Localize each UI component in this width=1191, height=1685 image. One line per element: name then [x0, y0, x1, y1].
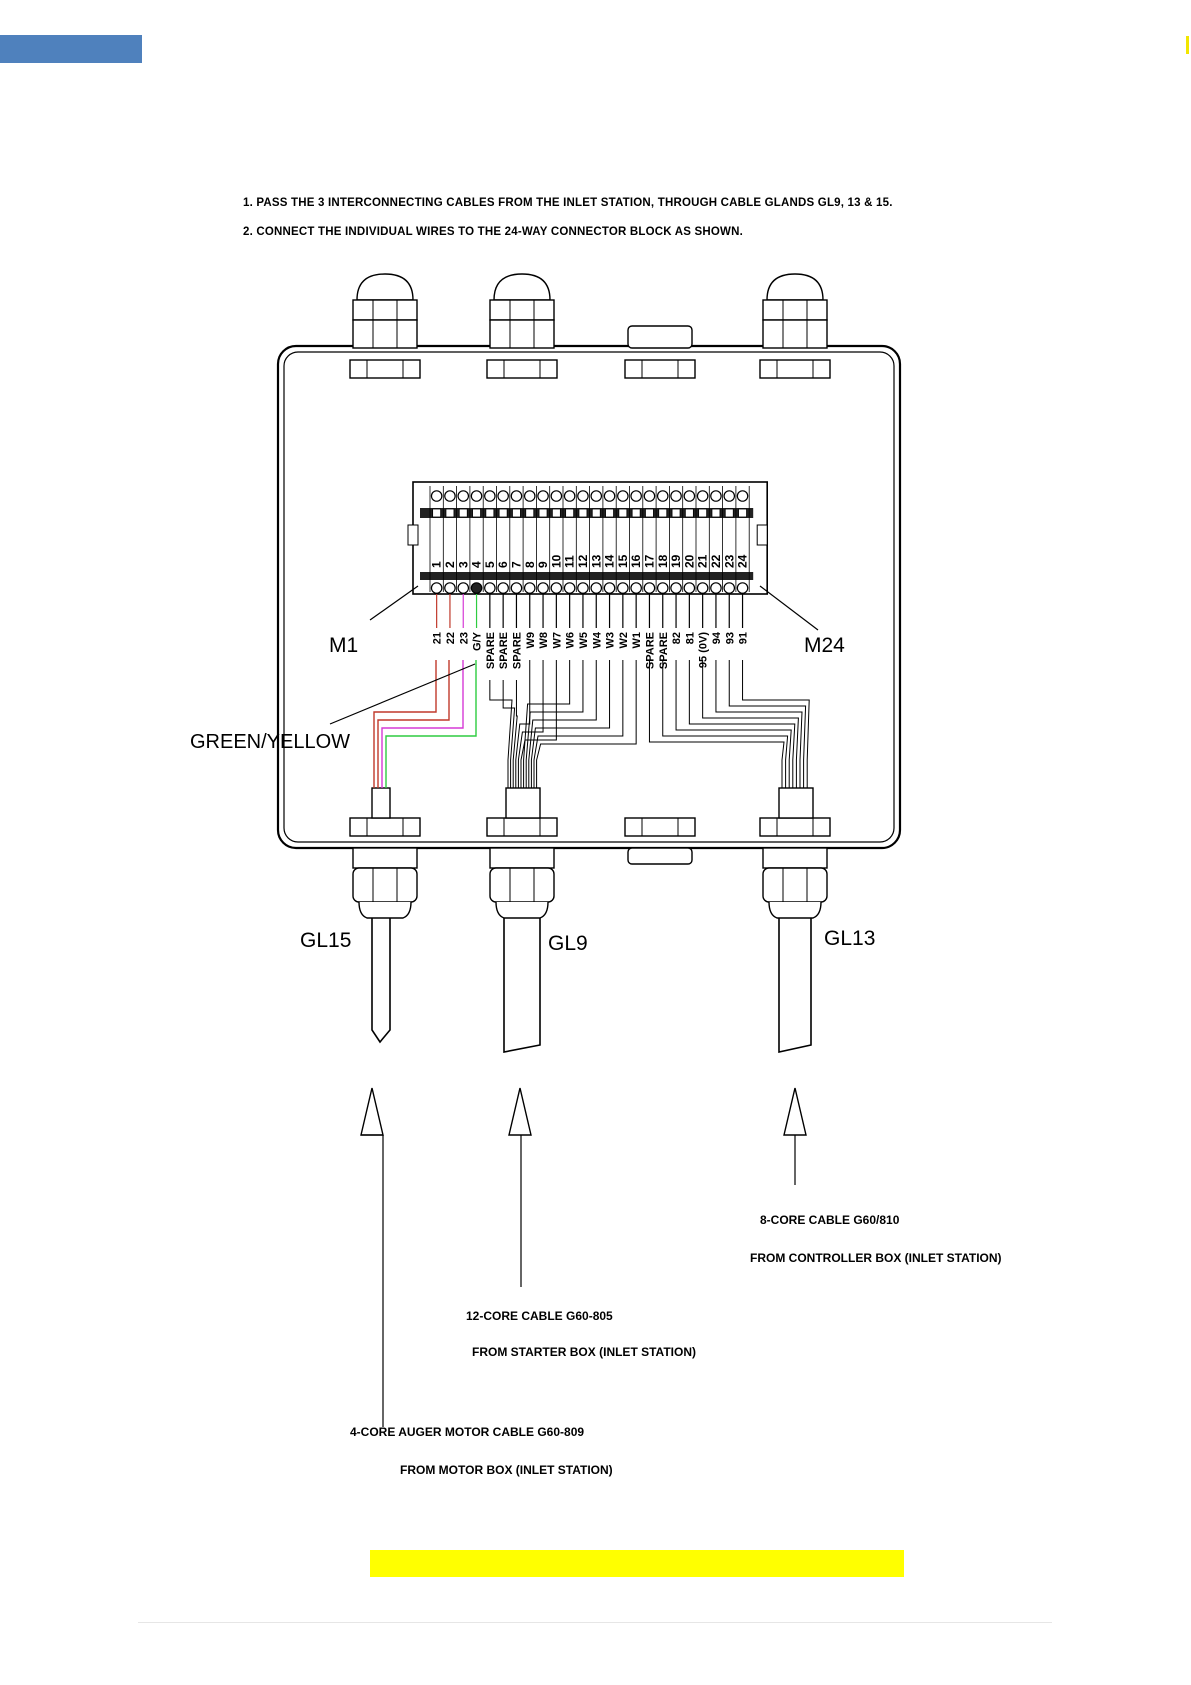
wire-label: 91 [738, 632, 750, 644]
cable-left-line1: 4-CORE AUGER MOTOR CABLE G60-809 [350, 1425, 584, 1439]
terminal-number: 11 [563, 555, 577, 568]
wire-label: W9 [525, 632, 537, 649]
wire-label: 93 [724, 632, 736, 644]
cable-left-line2: FROM MOTOR BOX (INLET STATION) [400, 1463, 613, 1477]
header-color-bar [0, 35, 142, 63]
wire-label: 95 (0V) [698, 632, 710, 668]
gland-blank [624, 817, 696, 865]
terminal-number: 21 [696, 554, 710, 568]
wire-label: 82 [671, 632, 683, 644]
terminal-number: 4 [470, 561, 484, 568]
gland-label-gl15: GL15 [300, 929, 351, 952]
terminal-number: 20 [682, 554, 696, 568]
terminal-number: 5 [483, 561, 497, 568]
wire-label: SPARE [644, 632, 656, 669]
green-yellow-label: GREEN/YELLOW [190, 731, 350, 753]
terminal-number: 24 [736, 554, 750, 568]
cable-stub-gl13 [778, 787, 814, 819]
gland-top-1 [349, 273, 421, 379]
bottom-glands [349, 787, 831, 919]
gland-gl13 [759, 817, 831, 919]
gland-gl9 [486, 817, 558, 919]
gland-top-4 [759, 273, 831, 379]
terminal-number: 3 [456, 561, 470, 568]
terminal-number: 13 [589, 554, 603, 568]
terminal-number: 18 [656, 554, 670, 568]
wire-label: 23 [458, 632, 470, 644]
terminal-number: 9 [536, 561, 550, 568]
gland-label-gl13: GL13 [824, 927, 875, 950]
cable-right-line1: 8-CORE CABLE G60/810 [760, 1213, 900, 1227]
terminal-number: 8 [523, 561, 537, 568]
terminal-number: 12 [576, 554, 590, 568]
terminal-number: 7 [509, 561, 523, 568]
cable-middle-line2: FROM STARTER BOX (INLET STATION) [472, 1345, 696, 1359]
terminal-number: 19 [669, 554, 683, 568]
marker-m24: M24 [804, 634, 845, 657]
wire-label: SPARE [498, 632, 510, 669]
wire-label: W5 [578, 632, 590, 649]
arrow-gl13 [783, 1087, 807, 1185]
terminal-number: 6 [496, 561, 510, 568]
m24-leader [759, 585, 819, 631]
cables [371, 918, 812, 1053]
cable-stub-gl15 [371, 787, 391, 819]
wire-label: W4 [591, 631, 603, 648]
wire-label: SPARE [658, 632, 670, 669]
terminal-number: 23 [722, 554, 736, 568]
wire-label: W3 [605, 632, 617, 649]
enclosure-inner [283, 351, 895, 843]
wire-label: W6 [565, 632, 577, 649]
instruction-1: 1. PASS THE 3 INTERCONNECTING CABLES FRO… [243, 197, 893, 209]
instruction-2: 2. CONNECT THE INDIVIDUAL WIRES TO THE 2… [243, 226, 744, 238]
cable-gl13 [778, 918, 812, 1053]
terminal-number: 14 [603, 554, 617, 568]
gland-gl15 [349, 817, 421, 919]
wire-label: SPARE [485, 632, 497, 669]
gland-top-3 [624, 325, 696, 379]
arrow-gl9 [508, 1087, 532, 1287]
cable-gl9 [503, 918, 541, 1053]
m1-leader [369, 585, 419, 621]
terminal-number: 10 [549, 554, 563, 568]
footer-rule [138, 1622, 1052, 1623]
enclosure-outer [276, 344, 902, 850]
wire-label: W2 [618, 632, 630, 649]
green-yellow-leader [329, 663, 476, 725]
wire-label: 21 [432, 632, 444, 644]
terminal-number: 17 [642, 554, 656, 568]
wire-label: 81 [684, 632, 696, 644]
cable-right-line2: FROM CONTROLLER BOX (INLET STATION) [750, 1251, 1002, 1265]
terminal-number: 1 [430, 561, 444, 568]
top-glands [349, 273, 831, 379]
wire-label: 22 [445, 632, 457, 644]
yellow-highlight-bar [370, 1550, 904, 1577]
terminal-number: 16 [629, 554, 643, 568]
cable-middle-line1: 12-CORE CABLE G60-805 [466, 1309, 613, 1323]
marker-m1: M1 [329, 634, 358, 657]
wire-label: W7 [551, 632, 563, 649]
wire-label: SPARE [511, 632, 523, 669]
terminal-number: 22 [709, 554, 723, 568]
wire-label: G/Y [472, 631, 484, 651]
arrow-gl15 [360, 1087, 384, 1427]
gland-top-2 [486, 273, 558, 379]
terminal-number: 2 [443, 561, 457, 568]
edge-mark [1186, 36, 1189, 54]
wire-label: W1 [631, 632, 643, 649]
gland-label-gl9: GL9 [548, 932, 588, 955]
wire-label: 94 [711, 631, 723, 644]
cable-gl15 [371, 918, 391, 1044]
wire-label: W8 [538, 632, 550, 649]
cable-stub-gl9 [505, 787, 541, 819]
terminal-number: 15 [616, 554, 630, 568]
